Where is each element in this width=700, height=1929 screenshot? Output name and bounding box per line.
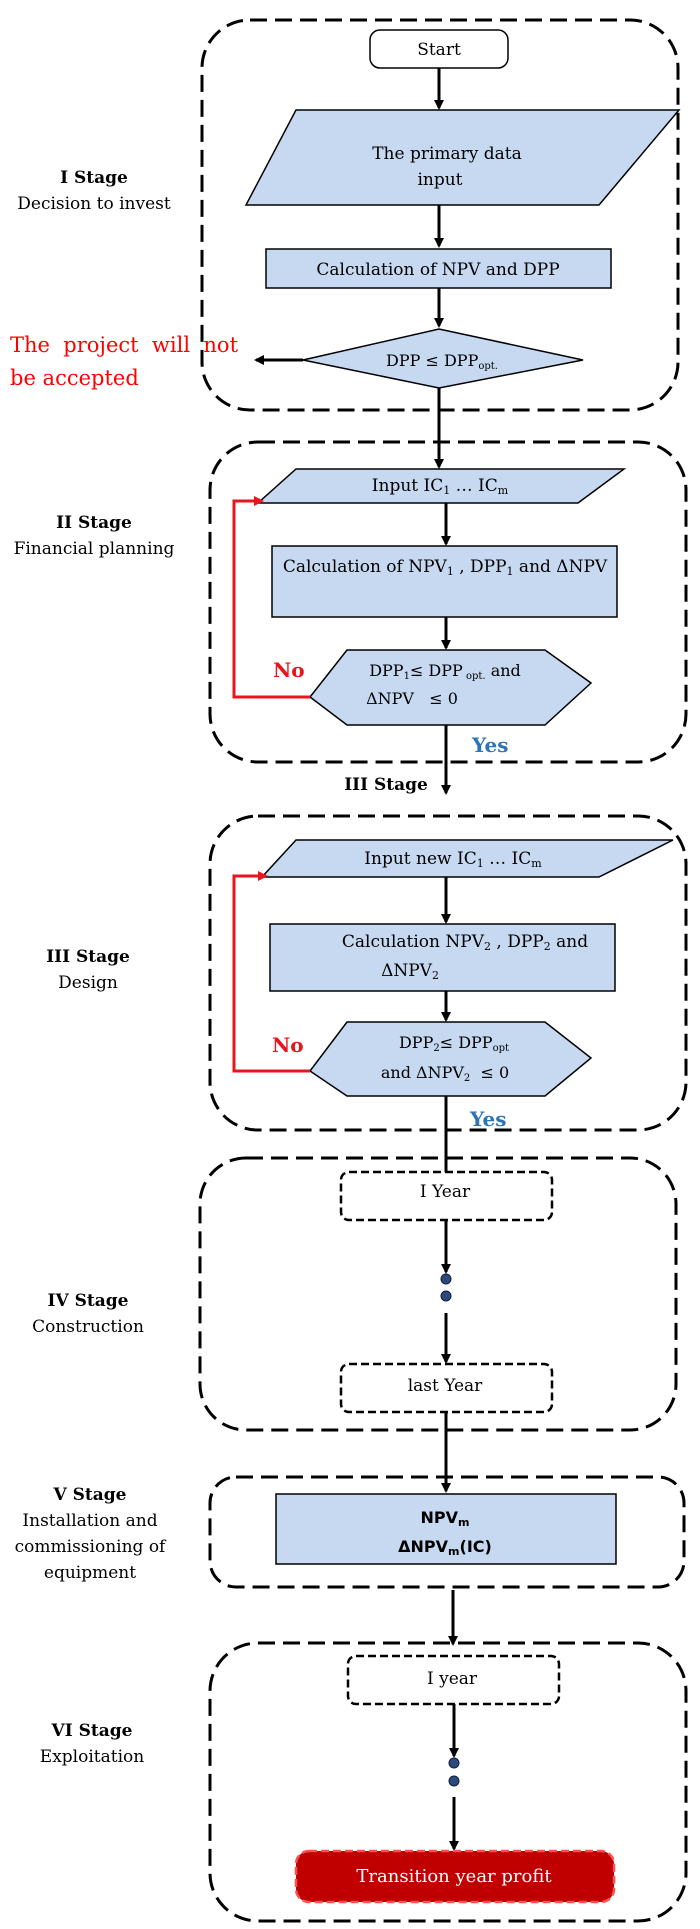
- stage-5-caption-line-2: commissioning of: [15, 1537, 167, 1557]
- between-stage-label: III Stage: [344, 775, 428, 795]
- first-year-exploitation-label: I year: [427, 1669, 478, 1689]
- input-new-ic-label: Input new IC1 … ICm: [364, 849, 542, 870]
- continuation-dot: [440, 1290, 452, 1302]
- start-label: Start: [417, 40, 461, 60]
- primary-data-input-line-2: input: [417, 170, 462, 190]
- dpp1-decision-line-1: DPP1≤ DPP opt. and: [369, 661, 521, 682]
- yes-label-stage3: Yes: [469, 1107, 507, 1131]
- stage-3-caption: Design: [58, 973, 118, 993]
- first-year-label: I Year: [420, 1182, 471, 1202]
- no-label-stage2: No: [273, 658, 305, 682]
- stage-1-caption: Decision to invest: [17, 194, 171, 214]
- calc-npv2-line-2: ΔNPV2: [381, 961, 439, 982]
- stage-5-numeral: V Stage: [53, 1485, 127, 1505]
- project-rejected-line-2: be accepted: [10, 366, 139, 390]
- continuation-dot: [440, 1273, 452, 1285]
- npv-m-label: NPVm: [421, 1508, 470, 1529]
- calc-npv2-line-1: Calculation NPV2 , DPP2 and: [342, 932, 588, 953]
- calc-npv-dpp-label: Calculation of NPV and DPP: [316, 260, 559, 280]
- arrow-no-loop-stage3: [232, 871, 310, 1073]
- no-label-stage3: No: [272, 1033, 304, 1057]
- stage-5-caption-line-1: Installation and: [22, 1511, 157, 1531]
- stage-2-frame: [208, 440, 688, 764]
- stage-1-numeral: I Stage: [60, 168, 128, 188]
- last-year-label: last Year: [408, 1376, 483, 1396]
- dpp-decision-label: DPP ≤ DPPopt.: [386, 351, 498, 372]
- calc-npv1-label: Calculation of NPV1 , DPP1 and ΔNPV: [283, 557, 608, 578]
- continuation-dot: [448, 1757, 460, 1769]
- continuation-dot: [448, 1775, 460, 1787]
- input-ic-label: Input IC1 … ICm: [372, 476, 509, 497]
- stage-2-numeral: II Stage: [56, 513, 132, 533]
- dpp2-decision-line-2: and ΔNPV2 ≤ 0: [381, 1063, 509, 1084]
- calc-npv2-box: [269, 923, 616, 992]
- primary-data-input-parallelogram: [244, 109, 681, 206]
- calc-npv-dpp-box: [265, 248, 612, 289]
- delta-npv-m-label: ΔNPVm(IC): [398, 1537, 492, 1558]
- npv-m-box: [275, 1493, 617, 1565]
- project-rejected-line-1: The project will not: [10, 333, 239, 357]
- stage-5-caption-line-3: equipment: [44, 1563, 136, 1583]
- yes-label-stage2: Yes: [471, 733, 509, 757]
- primary-data-input-line-1: The primary data: [372, 144, 522, 164]
- stage-6-caption: Exploitation: [40, 1747, 144, 1767]
- dpp-decision-diamond: [302, 328, 584, 389]
- dpp2-decision-line-1: DPP2≤ DPPopt: [399, 1033, 509, 1054]
- stage-4-caption: Construction: [32, 1317, 144, 1337]
- stage-3-frame: [208, 814, 688, 1132]
- stage-3-numeral: III Stage: [46, 947, 130, 967]
- input-new-ic-parallelogram: [260, 839, 674, 878]
- transition-year-profit-terminal: [294, 1849, 616, 1904]
- stage-4-numeral: IV Stage: [48, 1291, 129, 1311]
- transition-year-profit-label: Transition year profit: [356, 1866, 552, 1887]
- input-ic-parallelogram: [256, 468, 627, 504]
- stage-2-caption: Financial planning: [14, 539, 175, 559]
- arrow-no-loop-stage2: [232, 496, 310, 699]
- stage-6-numeral: VI Stage: [51, 1721, 133, 1741]
- calc-npv1-box: [271, 545, 618, 618]
- dpp1-decision-line-2: ΔNPV ≤ 0: [366, 689, 458, 708]
- stage-4-frame: [198, 1156, 678, 1432]
